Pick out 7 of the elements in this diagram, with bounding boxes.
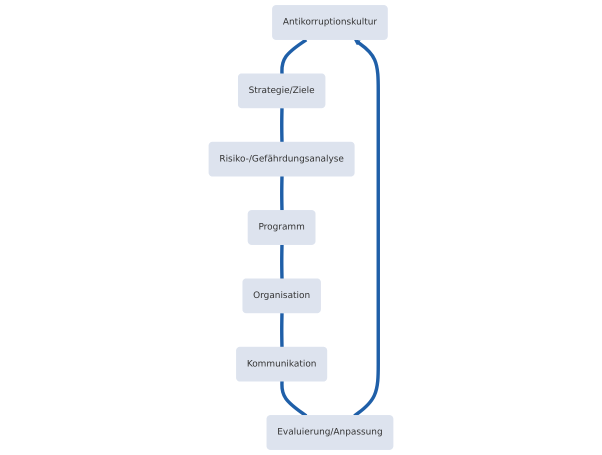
connector [280,38,308,74]
arrow [353,40,380,418]
connector [280,176,284,211]
connector [280,108,284,143]
connector [280,244,284,280]
connector [280,381,308,418]
connector [280,313,284,348]
